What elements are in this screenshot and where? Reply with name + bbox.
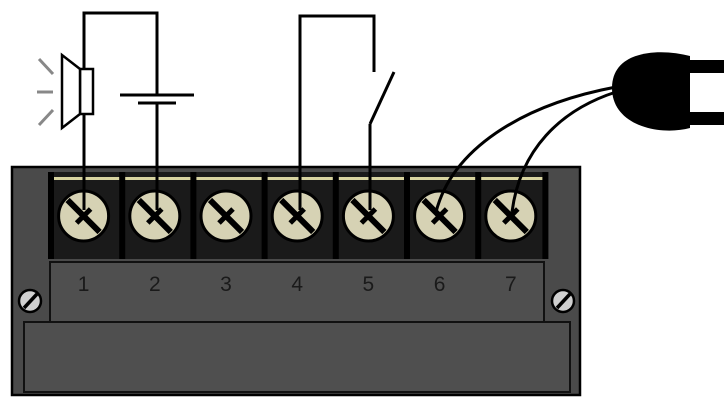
terminal-divider <box>332 172 339 259</box>
terminal-divider <box>190 172 197 259</box>
terminal-label-7: 7 <box>505 273 517 296</box>
terminal-strip-band <box>48 177 546 180</box>
terminal-2 <box>119 172 182 259</box>
screw-cross-slot <box>217 207 235 225</box>
terminal-screws <box>48 172 549 259</box>
battery-icon <box>120 93 194 105</box>
screw-cross-slot <box>430 207 449 225</box>
mounting-screw-right <box>550 288 576 314</box>
mounting-screw-left <box>17 288 43 314</box>
screw-cross-slot <box>502 207 520 225</box>
terminal-divider <box>261 172 268 259</box>
terminal-6 <box>404 172 467 259</box>
terminal-labels: 1 2 3 4 5 6 7 <box>78 273 517 296</box>
terminal-4 <box>261 172 324 259</box>
terminal-divider <box>48 172 54 259</box>
terminal-label-2: 2 <box>149 273 161 296</box>
wire-plug-terminal-6 <box>434 85 617 213</box>
screw-cross-slot <box>146 207 164 225</box>
terminal-5 <box>332 172 395 259</box>
label-panel <box>49 261 545 323</box>
terminal-label-5: 5 <box>363 273 375 296</box>
switch-icon <box>368 71 396 125</box>
terminal-divider <box>475 172 482 259</box>
terminal-label-6: 6 <box>434 273 446 296</box>
terminal-label-4: 4 <box>291 273 303 296</box>
power-plug-icon <box>612 52 724 131</box>
terminal-divider <box>119 172 126 259</box>
screw-cross-slot <box>74 207 93 225</box>
terminal-3 <box>190 172 253 259</box>
wire-switch-loop <box>298 14 376 210</box>
terminal-divider-end <box>542 172 549 259</box>
wire-plug-terminal-7 <box>510 90 617 213</box>
terminal-divider <box>404 172 410 259</box>
screw-cross-slot <box>359 207 378 225</box>
screw-cross-slot <box>288 207 306 225</box>
wires <box>82 11 617 213</box>
terminal-label-1: 1 <box>78 273 90 296</box>
lower-panel <box>23 321 571 393</box>
terminal-7 <box>475 172 538 259</box>
speaker-icon <box>37 52 95 131</box>
terminal-label-3: 3 <box>220 273 232 296</box>
